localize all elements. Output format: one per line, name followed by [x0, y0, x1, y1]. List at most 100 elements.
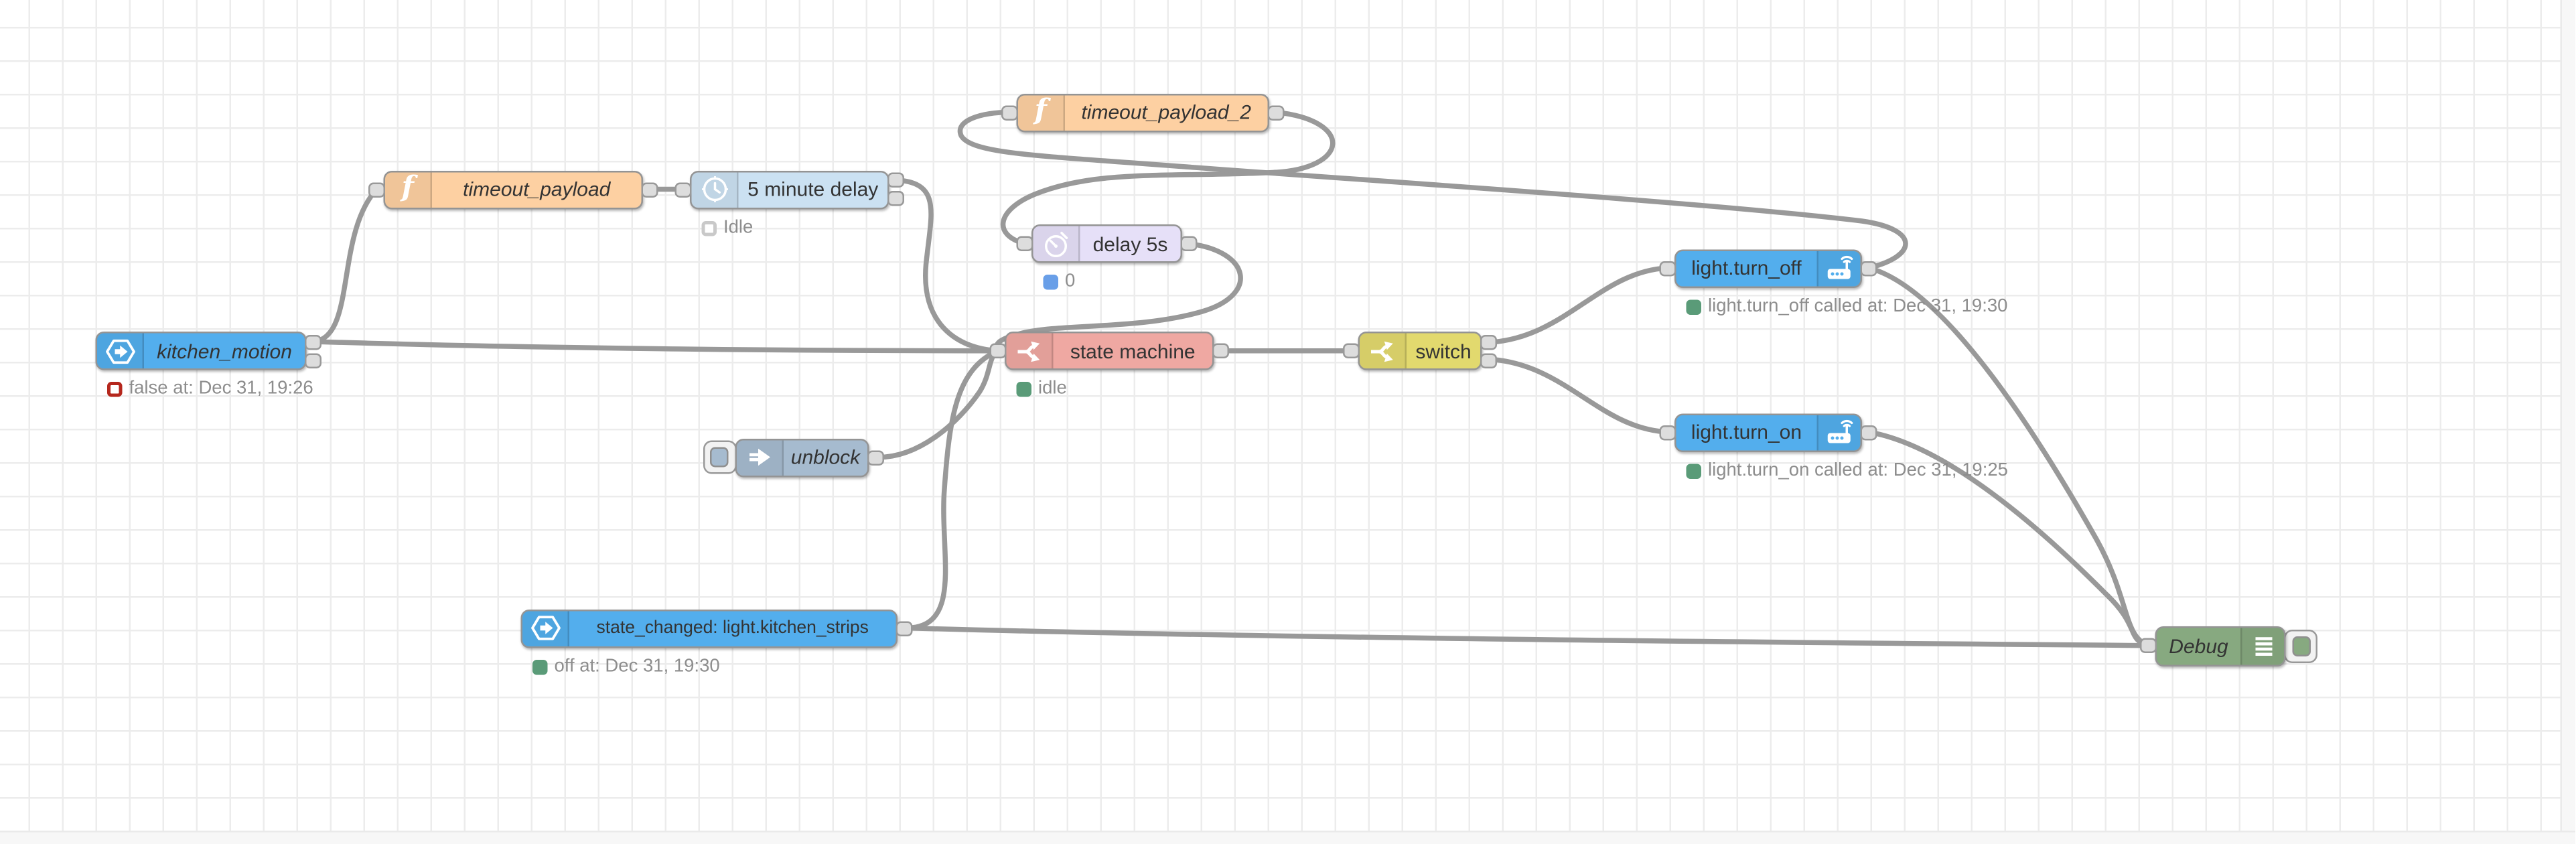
output-port-state_changed-1[interactable]: [896, 620, 913, 636]
wire-light_turn_on-to-debug[interactable]: [1866, 429, 2151, 648]
output-port-delay_5s-1[interactable]: [1180, 236, 1198, 251]
output-port-five_minute_delay-1[interactable]: [887, 172, 904, 188]
node-light_turn_on[interactable]: light.turn_on: [1674, 413, 1862, 451]
output-port-unblock-1[interactable]: [867, 449, 884, 465]
side-button-inner-square: [710, 447, 729, 468]
node-timeout_payload_2[interactable]: f timeout_payload_2: [1016, 92, 1269, 132]
node-light_turn_off[interactable]: light.turn_off: [1674, 249, 1862, 287]
status-dot-icon: [1043, 275, 1058, 290]
output-port-timeout_payload-1[interactable]: [641, 182, 658, 197]
wire-five_minute_delay-to-state_machine[interactable]: [893, 178, 1001, 354]
input-port-five_minute_delay[interactable]: [674, 182, 692, 197]
node-state_changed[interactable]: state_changed: light.kitchen_strips: [520, 608, 898, 648]
input-port-light_turn_on[interactable]: [1659, 424, 1676, 440]
input-port-light_turn_off[interactable]: [1659, 260, 1676, 276]
clock-icon: [691, 171, 739, 207]
node-status-five_minute_delay: Idle: [701, 216, 754, 237]
output-port-light_turn_off-1[interactable]: [1860, 260, 1877, 276]
hexagon-arrow-icon: [97, 333, 144, 368]
function-icon: f: [1018, 94, 1065, 130]
list-lines-icon: [2240, 627, 2284, 664]
wire-unblock-to-state_machine[interactable]: [873, 348, 1001, 460]
node-label-timeout_payload: timeout_payload: [463, 178, 611, 201]
output-port-timeout_payload_2-1[interactable]: [1267, 104, 1285, 120]
node-timeout_payload[interactable]: f timeout_payload: [383, 169, 643, 209]
node-status-kitchen_motion: false at: Dec 31, 19:26: [107, 378, 313, 399]
node-status-state_machine: idle: [1016, 379, 1067, 399]
node-label-timeout_payload_2: timeout_payload_2: [1081, 100, 1252, 124]
node-kitchen_motion[interactable]: kitchen_motion: [95, 332, 307, 370]
status-text-state_changed: off at: Dec 31, 19:30: [554, 655, 720, 676]
wire-state_changed-to-debug[interactable]: [902, 625, 2151, 648]
hexagon-arrow-icon: [522, 610, 569, 646]
input-port-timeout_payload_2[interactable]: [1001, 104, 1018, 120]
node-debug[interactable]: Debug: [2155, 625, 2286, 666]
status-dot-icon: [1686, 463, 1701, 478]
status-text-five_minute_delay: Idle: [723, 216, 754, 237]
status-text-light_turn_on: light.turn_on called at: Dec 31, 19:25: [1708, 460, 2008, 480]
status-ring-icon: [701, 220, 717, 236]
node-delay_5s[interactable]: delay 5s: [1031, 224, 1182, 263]
canvas-bottom-scrollbar[interactable]: [0, 831, 2576, 844]
input-port-timeout_payload[interactable]: [368, 182, 385, 197]
status-text-delay_5s: 0: [1065, 271, 1076, 291]
node-label-debug: Debug: [2169, 634, 2228, 658]
timer-icon: [1033, 226, 1080, 261]
node-status-light_turn_on: light.turn_on called at: Dec 31, 19:25: [1686, 460, 2008, 480]
function-glyph: f: [1034, 92, 1047, 127]
input-port-switch[interactable]: [1343, 343, 1360, 358]
output-port-switch-2[interactable]: [1480, 352, 1497, 368]
router-icon: [1816, 414, 1861, 450]
output-port-state_machine-1[interactable]: [1212, 343, 1229, 358]
node-switch[interactable]: switch: [1358, 332, 1482, 370]
wire-kitchen_motion-to-state_machine[interactable]: [310, 339, 1001, 354]
fork-icon: [1006, 333, 1054, 368]
input-port-delay_5s[interactable]: [1016, 236, 1033, 251]
output-port-five_minute_delay-2[interactable]: [887, 191, 904, 206]
node-state_machine[interactable]: state machine: [1005, 332, 1214, 370]
node-label-light_turn_on: light.turn_on: [1691, 420, 1802, 444]
node-label-switch: switch: [1415, 339, 1472, 363]
wire-timeout_payload_2-to-delay_5s[interactable]: [1000, 109, 1336, 247]
node-status-light_turn_off: light.turn_off called at: Dec 31, 19:30: [1686, 295, 2008, 316]
inject-arrow-icon: [737, 439, 784, 475]
wire-switch-to-light_turn_off[interactable]: [1486, 265, 1670, 345]
wire-kitchen_motion-to-timeout_payload[interactable]: [310, 186, 380, 344]
wire-state_changed-to-state_machine[interactable]: [902, 348, 1001, 631]
output-port-kitchen_motion-1[interactable]: [305, 334, 321, 350]
function-icon: f: [385, 171, 432, 207]
node-label-light_turn_off: light.turn_off: [1691, 256, 1802, 280]
wire-light_turn_off-to-debug[interactable]: [1866, 265, 2151, 648]
input-port-debug[interactable]: [2140, 638, 2157, 653]
status-dot-icon: [1016, 382, 1031, 397]
output-port-light_turn_on-1[interactable]: [1860, 424, 1877, 440]
function-glyph: f: [401, 169, 414, 204]
router-icon: [1816, 250, 1861, 286]
inject-button[interactable]: [703, 440, 737, 474]
node-five_minute_delay[interactable]: 5 minute delay: [690, 169, 889, 209]
node-unblock[interactable]: unblock: [735, 437, 869, 477]
wire-light_turn_off-to-timeout_payload_2[interactable]: [957, 109, 1908, 271]
node-label-kitchen_motion: kitchen_motion: [157, 339, 292, 363]
canvas-right-scrollbar[interactable]: [2561, 0, 2576, 844]
input-port-state_machine[interactable]: [989, 343, 1007, 358]
status-text-light_turn_off: light.turn_off called at: Dec 31, 19:30: [1708, 295, 2008, 316]
node-label-unblock: unblock: [790, 445, 861, 469]
node-status-state_changed: off at: Dec 31, 19:30: [532, 655, 720, 676]
status-text-kitchen_motion: false at: Dec 31, 19:26: [129, 378, 313, 399]
status-dot-icon: [532, 658, 548, 675]
node-label-delay_5s: delay 5s: [1092, 232, 1168, 256]
status-dot-icon: [1686, 299, 1701, 314]
fork-icon: [1360, 333, 1407, 368]
node-status-delay_5s: 0: [1043, 271, 1076, 292]
side-button-inner-square: [2292, 635, 2311, 656]
node-label-five_minute_delay: 5 minute delay: [747, 178, 879, 201]
node-label-state_changed: state_changed: light.kitchen_strips: [596, 618, 869, 638]
output-port-kitchen_motion-2[interactable]: [305, 352, 321, 368]
wire-switch-to-light_turn_on[interactable]: [1486, 356, 1670, 435]
debug-toggle-button[interactable]: [2284, 628, 2317, 662]
node-label-state_machine: state machine: [1070, 339, 1196, 363]
output-port-switch-1[interactable]: [1480, 334, 1497, 350]
